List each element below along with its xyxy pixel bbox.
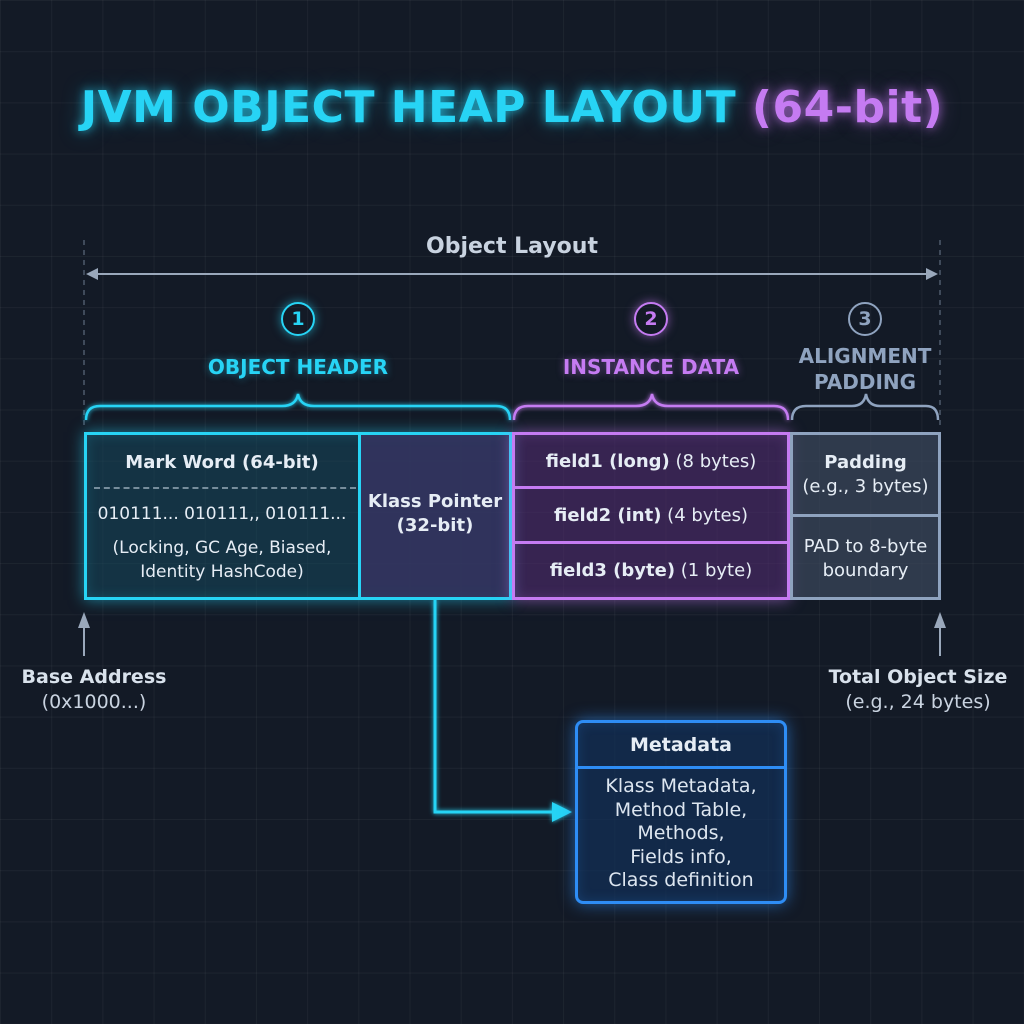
section-number-1: 1 <box>281 302 315 336</box>
section-number-3: 3 <box>848 302 882 336</box>
padding-bottom-cell: PAD to 8-byte boundary <box>793 535 938 583</box>
klass-to-metadata-arrow <box>433 600 572 822</box>
metadata-line-1: Klass Metadata, <box>605 775 757 797</box>
metadata-line-4: Fields info, <box>630 845 732 868</box>
metadata-line-3: Methods, <box>637 822 725 844</box>
instance-data-box <box>512 432 790 600</box>
alignment-padding-line1: ALIGNMENT <box>798 344 932 368</box>
section-number-2: 2 <box>634 302 668 336</box>
field1-name: field1 (long) <box>545 451 670 472</box>
object-layout-arrow <box>86 268 938 280</box>
padding-note-line1: PAD to 8-byte <box>803 536 928 557</box>
instance-brace <box>512 393 790 421</box>
klass-pointer-cell <box>358 432 512 600</box>
padding-title: Padding <box>824 452 907 473</box>
mark-word-description: (Locking, GC Age, Biased, Identity HashC… <box>86 536 358 584</box>
base-address-value: (0x1000...) <box>41 691 147 713</box>
alignment-padding-label: ALIGNMENT PADDING <box>780 343 950 395</box>
base-address-label: Base Address <box>21 666 167 688</box>
field3-size: (1 byte) <box>680 560 753 581</box>
base-address: Base Address (0x1000...) <box>4 665 184 715</box>
klass-pointer-line2: (32-bit) <box>396 515 474 536</box>
diagram-title: JVM OBJECT HEAP LAYOUT (64-bit) <box>0 82 1024 133</box>
field1-size: (8 bytes) <box>675 451 757 472</box>
klass-pointer-label: Klass Pointer (32-bit) <box>361 490 509 538</box>
instance-data-label: INSTANCE DATA <box>562 355 740 379</box>
field-divider-2 <box>512 541 790 544</box>
alignment-padding-line2: PADDING <box>813 370 917 394</box>
padding-brace <box>790 393 940 421</box>
title-main: JVM OBJECT HEAP LAYOUT <box>80 82 737 133</box>
padding-note-line2: boundary <box>822 560 909 581</box>
mark-word-desc-line2: Identity HashCode) <box>140 562 304 582</box>
field2-size: (4 bytes) <box>667 505 748 526</box>
total-size-value: (e.g., 24 bytes) <box>845 691 991 713</box>
padding-top-cell: Padding (e.g., 3 bytes) <box>793 451 938 499</box>
field2-name: field2 (int) <box>554 505 662 526</box>
field3-name: field3 (byte) <box>549 560 676 581</box>
mark-word-title: Mark Word (64-bit) <box>125 452 319 473</box>
metadata-line-2: Method Table, <box>614 798 748 821</box>
title-accent: (64-bit) <box>751 82 944 133</box>
metadata-line-5: Class definition <box>608 869 754 891</box>
klass-pointer-line1: Klass Pointer <box>367 491 503 512</box>
instance-field-1: field1 (long) (8 bytes) <box>515 450 787 474</box>
object-header-label: OBJECT HEADER <box>207 355 389 379</box>
base-address-arrow <box>78 612 90 656</box>
instance-field-3: field3 (byte) (1 byte) <box>515 559 787 583</box>
metadata-body: Klass Metadata, Method Table, Methods, F… <box>578 775 784 893</box>
field-divider-1 <box>512 486 790 489</box>
padding-divider <box>790 514 941 517</box>
mark-word-bits: 010111... 010111,, 010111... <box>97 504 347 524</box>
instance-field-2: field2 (int) (4 bytes) <box>515 504 787 528</box>
mark-word-divider <box>94 487 356 489</box>
metadata-box: Metadata Klass Metadata, Method Table, M… <box>575 720 787 904</box>
mark-word-desc-line1: (Locking, GC Age, Biased, <box>112 538 332 558</box>
total-size-arrow <box>934 612 946 656</box>
total-object-size: Total Object Size (e.g., 24 bytes) <box>818 665 1018 715</box>
total-size-label: Total Object Size <box>828 666 1008 688</box>
header-brace <box>84 393 512 421</box>
metadata-title: Metadata <box>578 723 784 769</box>
padding-example: (e.g., 3 bytes) <box>802 476 929 497</box>
object-layout-label: Object Layout <box>426 234 598 259</box>
